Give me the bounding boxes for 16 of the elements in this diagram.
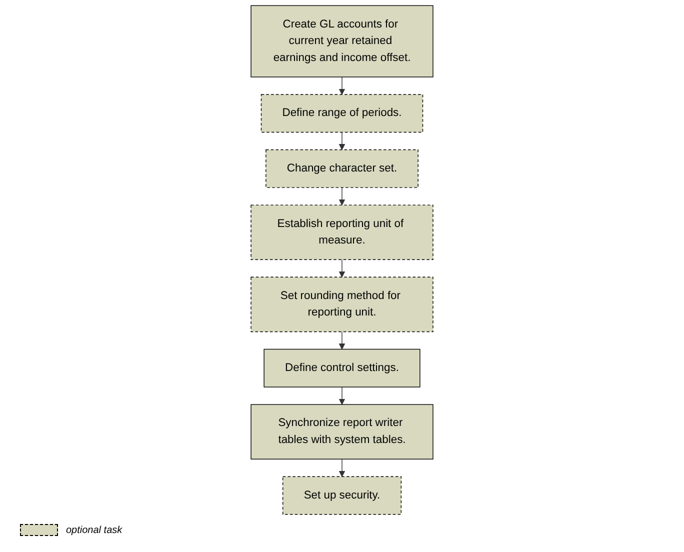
legend-text: optional task	[66, 524, 122, 536]
node-box: Define range of periods.	[260, 94, 424, 133]
node-box: Establish reporting unit of measure.	[250, 204, 434, 260]
node-box: Define control settings.	[264, 348, 420, 388]
arrow	[338, 259, 346, 278]
node-box: Synchronize report writer tables with system tables.	[250, 404, 434, 460]
node-box: Set rounding method for reporting unit.	[250, 276, 434, 332]
arrow	[338, 76, 346, 95]
arrow	[338, 386, 346, 405]
arrow	[338, 187, 346, 206]
node-box: Create GL accounts for current year retained earnings and income offset.	[250, 5, 434, 78]
arrow	[338, 331, 346, 350]
node-box: Change character set.	[266, 149, 418, 188]
arrow	[338, 458, 346, 477]
node-box: Set up security.	[282, 476, 402, 515]
arrow	[338, 132, 346, 150]
